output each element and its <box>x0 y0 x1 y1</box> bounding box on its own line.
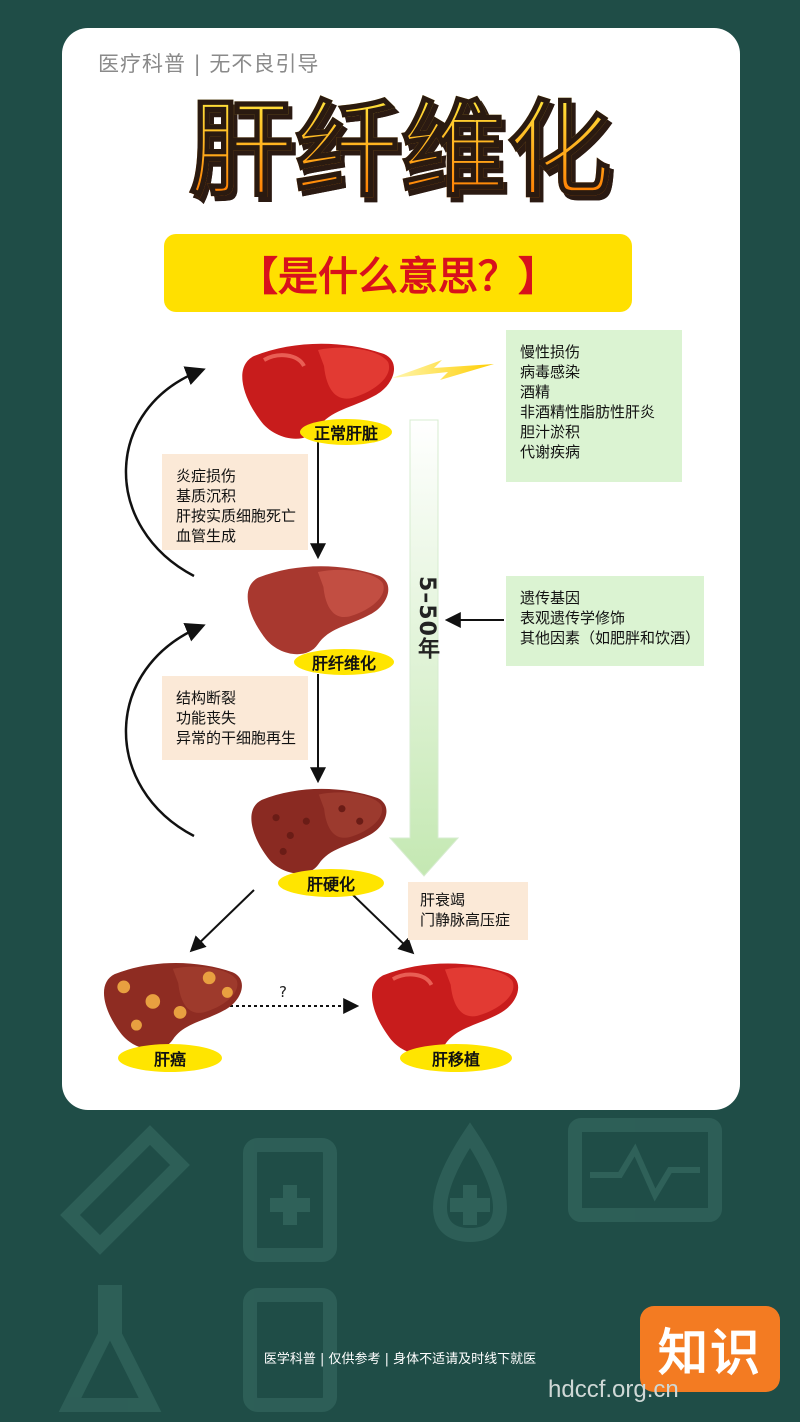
footer-note: 医学科普 | 仅供参考 | 身体不适请及时线下就医 <box>263 1352 537 1367</box>
monitor-icon <box>568 1118 722 1222</box>
flow-arrows <box>124 360 504 1014</box>
stage-fibrosis-label: 肝纤维化 <box>294 649 394 675</box>
mechanism-item: 炎症损伤 <box>176 467 237 485</box>
reverse-arrow-1 <box>124 366 206 578</box>
cirrhosis-liver-image <box>251 788 387 874</box>
cause-item: 胆汁淤积 <box>520 423 581 441</box>
fibrosis-liver-image <box>247 566 389 655</box>
subtitle: 医疗科普 | 无不良引导 <box>98 52 320 76</box>
factors-box: 遗传基因 表观遗传学修饰 其他因素（如肥胖和饮酒） <box>506 576 704 666</box>
stage-normal-label: 正常肝脏 <box>300 419 392 445</box>
page-title: 肝纤维化 <box>62 80 740 220</box>
flask-icon <box>58 1285 162 1412</box>
timeline-arrow <box>388 419 460 877</box>
mechanism-item: 功能丧失 <box>176 709 237 727</box>
transplant-liver-image <box>371 963 519 1055</box>
cause-item: 非酒精性脂肪性肝炎 <box>520 403 656 421</box>
factor-item: 其他因素（如肥胖和饮酒） <box>520 629 701 647</box>
arrow-to-cancer <box>189 889 255 953</box>
stage-cirrhosis-label: 肝硬化 <box>278 869 384 897</box>
mechanism-item: 结构断裂 <box>176 689 237 707</box>
factor-item: 表观遗传学修饰 <box>520 609 626 627</box>
cause-item: 慢性损伤 <box>520 343 581 361</box>
outcome-item: 门静脉高压症 <box>420 911 511 929</box>
question-banner: 【是什么意思？】 <box>164 234 632 312</box>
mechanisms-box-2: 结构断裂 功能丧失 异常的干细胞再生 <box>162 676 308 760</box>
factor-item: 遗传基因 <box>520 589 581 607</box>
mechanism-item: 肝按实质细胞死亡 <box>176 507 297 525</box>
reverse-arrow-2 <box>124 622 206 838</box>
knowledge-badge: 知识 <box>640 1306 780 1392</box>
mechanisms-box-1: 炎症损伤 基质沉积 肝按实质细胞死亡 血管生成 <box>162 454 308 550</box>
infographic-card: 医疗科普 | 无不良引导 肝纤维化 【是什么意思？】 <box>62 28 740 1110</box>
outcomes-box: 肝衰竭 门静脉高压症 <box>408 882 528 940</box>
cause-item: 病毒感染 <box>520 363 581 381</box>
cause-item: 代谢疾病 <box>520 443 581 461</box>
dropper-icon <box>60 1125 190 1255</box>
background-medical-icons <box>58 1118 722 1412</box>
stage-transplant-label: 肝移植 <box>400 1044 512 1072</box>
mechanism-item: 异常的干细胞再生 <box>176 729 297 747</box>
cancer-liver-image <box>103 963 242 1050</box>
lightning-icon <box>392 360 494 380</box>
causes-box: 慢性损伤 病毒感染 酒精 非酒精性脂肪性肝炎 胆汁淤积 代谢疾病 <box>506 330 682 482</box>
outcome-item: 肝衰竭 <box>420 891 466 909</box>
watermark: hdccf.org.cn <box>548 1376 679 1403</box>
pill-pack-icon <box>243 1288 337 1412</box>
unknown-mark: ? <box>279 983 287 1001</box>
stage-cancer-label: 肝癌 <box>118 1044 222 1072</box>
timeline-label: 5–50年 <box>414 576 439 660</box>
mechanism-item: 血管生成 <box>176 527 237 545</box>
cause-item: 酒精 <box>520 383 551 401</box>
mechanism-item: 基质沉积 <box>176 487 237 505</box>
arrow-to-transplant <box>351 893 415 955</box>
medicine-bottle-icon <box>243 1138 337 1262</box>
normal-liver-image <box>242 343 395 439</box>
blood-drop-icon <box>433 1122 507 1243</box>
